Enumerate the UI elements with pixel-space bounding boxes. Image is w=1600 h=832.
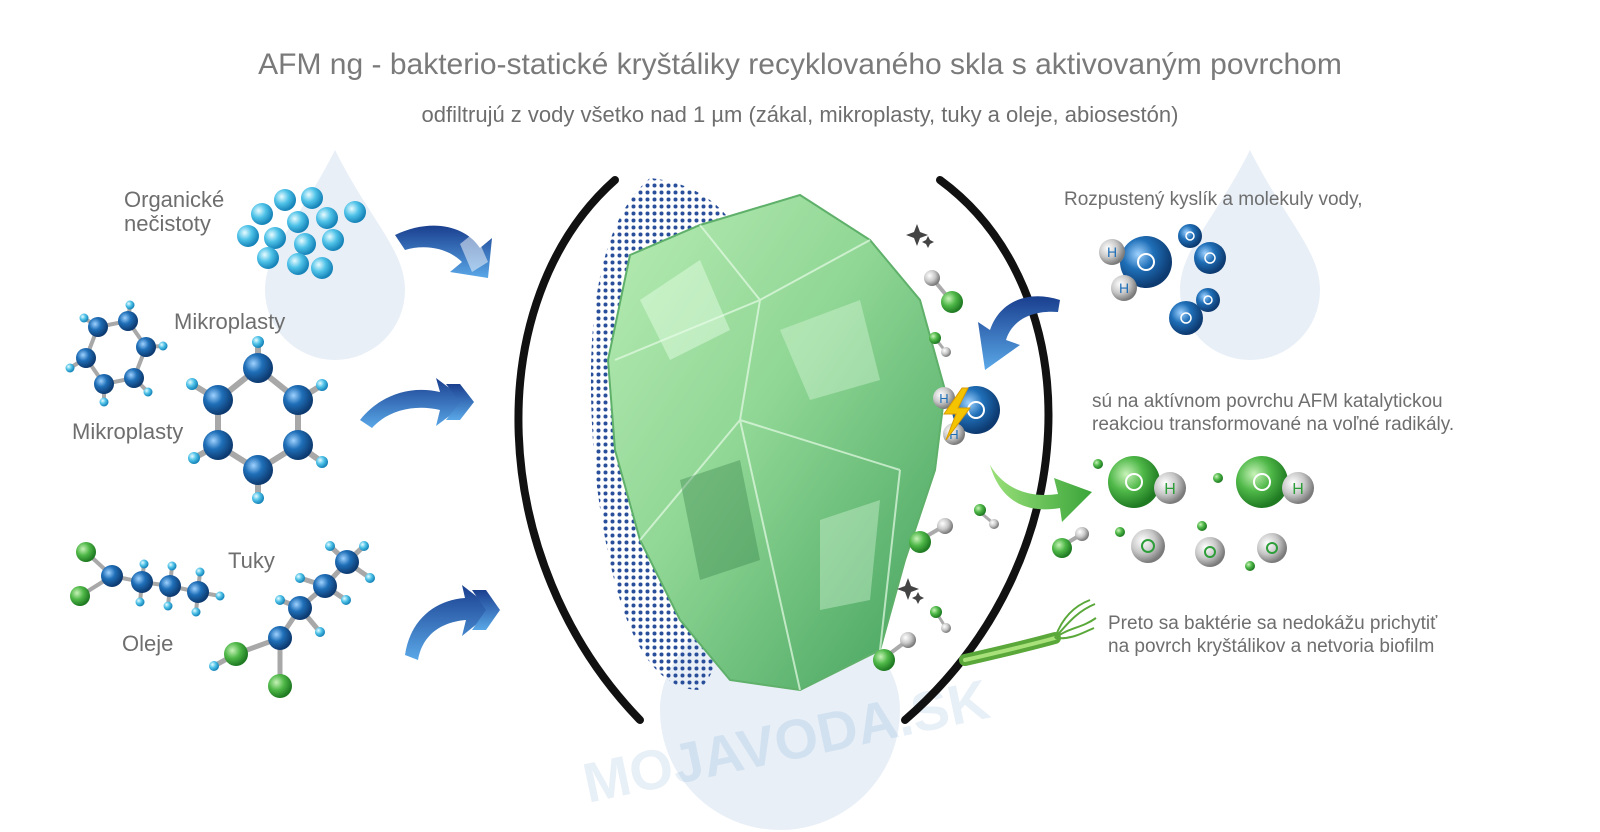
lens-left-arc: [514, 176, 644, 724]
hydroxyl-radical: H: [1108, 456, 1186, 508]
label-radicals-line2: reakciou transformované na voľné radikál…: [1092, 414, 1455, 435]
label-oils: Oleje: [122, 631, 174, 656]
green-arrow-icon: [990, 465, 1092, 522]
svg-text:H: H: [1107, 244, 1117, 260]
bacterium-icon: [959, 599, 1097, 666]
oxygen-radical: [1093, 459, 1287, 571]
hydroxyl-radical: H: [1236, 456, 1314, 508]
flow-arrow-icon: [360, 378, 474, 428]
label-oxygen: Rozpustený kyslík a molekuly vody,: [1064, 189, 1363, 210]
label-radicals-line1: sú na aktívnom povrchu AFM katalytickou: [1092, 391, 1443, 412]
reacting-water-molecule: H H: [933, 386, 1000, 445]
label-organic-line2: nečistoty: [124, 211, 211, 236]
curved-arrow-icon: [978, 296, 1060, 370]
flow-arrow-icon: [395, 225, 492, 278]
oxygen-molecule: [1178, 224, 1226, 274]
label-microplastics-2: Mikroplasty: [72, 419, 184, 444]
label-bacteria-line2: na povrch kryštálikov a netvoria biofilm: [1108, 636, 1435, 657]
label-fats: Tuky: [228, 548, 275, 573]
svg-text:H: H: [949, 427, 958, 442]
svg-text:H: H: [1119, 280, 1129, 296]
page-title: AFM ng - bakterio-statické kryštáliky re…: [258, 48, 1342, 81]
sparkle-icon: [897, 224, 934, 604]
water-molecule-large: H H: [1099, 236, 1172, 301]
afm-crystal: [606, 193, 947, 692]
oxygen-molecule: [1169, 288, 1220, 335]
organic-impurity-cluster: [237, 187, 366, 279]
label-organic-line1: Organické: [124, 187, 225, 212]
radical-molecule: [873, 270, 1089, 671]
lightning-icon: [943, 387, 971, 441]
lens-right-arc: [901, 176, 1053, 724]
label-bacteria-line1: Preto sa baktérie sa nedokážu prichytiť: [1108, 613, 1438, 634]
page-subtitle: odfiltrujú z vody všetko nad 1 µm (zákal…: [421, 102, 1179, 127]
svg-text:H: H: [939, 391, 948, 406]
svg-text:H: H: [1292, 481, 1304, 498]
svg-text:H: H: [1164, 481, 1176, 498]
label-microplastics-1: Mikroplasty: [174, 309, 286, 334]
flow-arrow-icon: [405, 585, 500, 660]
